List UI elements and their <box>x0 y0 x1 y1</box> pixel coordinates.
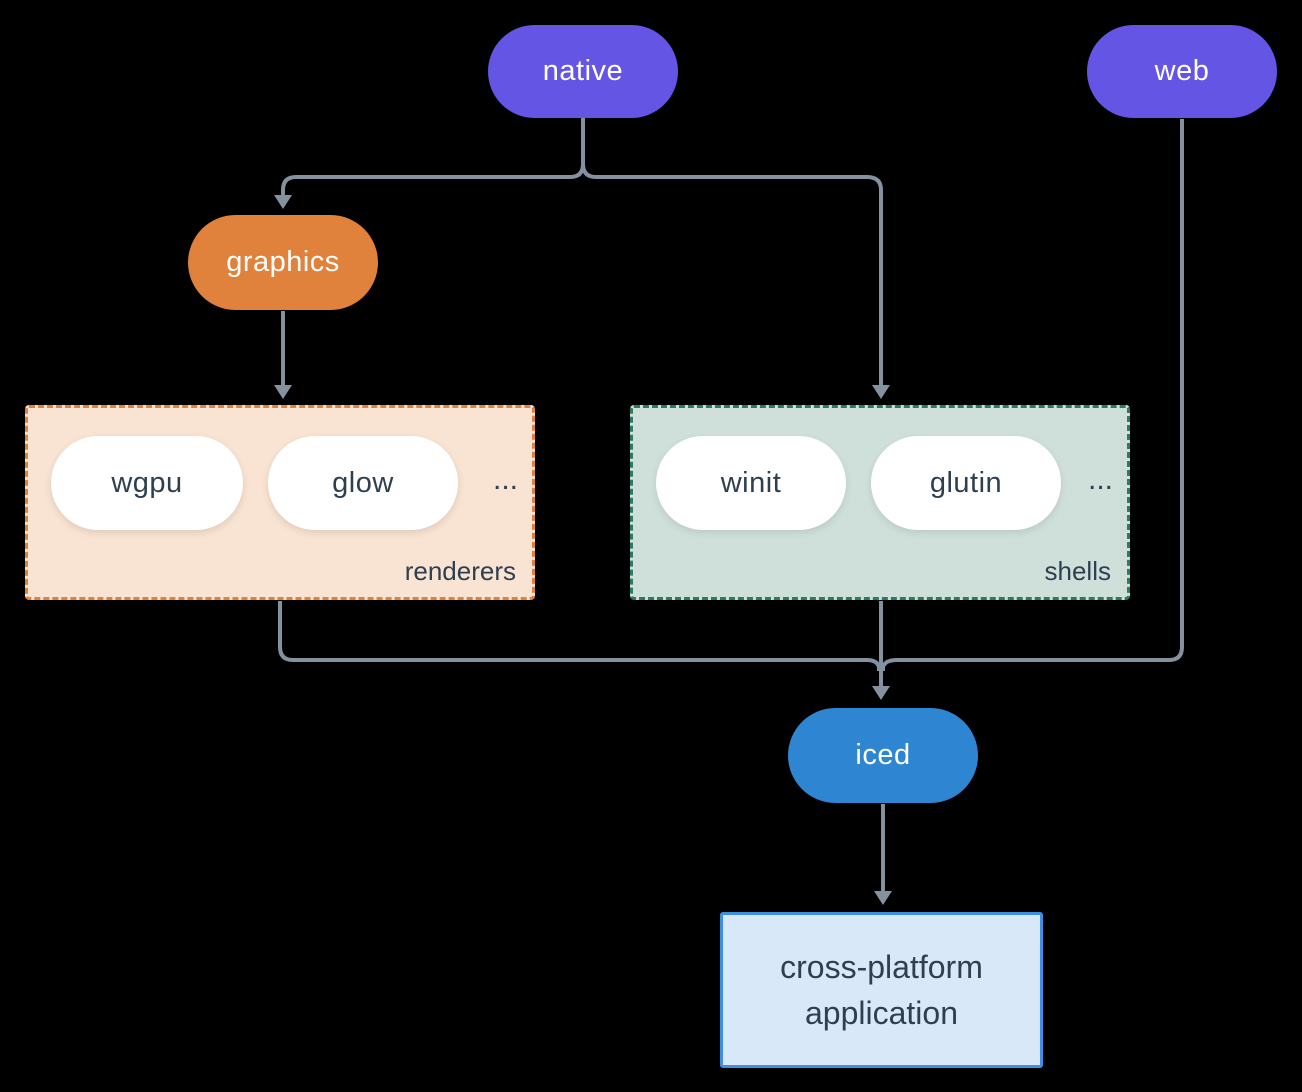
renderers-ellipsis: ... <box>492 463 518 496</box>
edge-native-to-graphics <box>281 118 585 197</box>
node-cross-platform-application: cross-platform application <box>720 912 1043 1068</box>
node-iced-label: iced <box>855 739 911 771</box>
group-shells: winit glutin ... shells <box>630 405 1130 600</box>
edge-web-to-iced <box>881 119 1184 671</box>
node-glutin-label: glutin <box>929 466 1003 499</box>
edge-renderers-to-iced <box>278 601 881 671</box>
node-web-label: web <box>1154 55 1210 87</box>
node-iced: iced <box>788 708 978 803</box>
node-winit-label: winit <box>720 466 782 499</box>
node-glutin: glutin <box>871 436 1061 530</box>
arrowhead-shells <box>872 385 890 399</box>
node-glow: glow <box>268 436 458 530</box>
application-label-line1: cross-platform <box>780 948 983 985</box>
edge-native-to-shells <box>581 118 883 387</box>
node-wgpu-label: wgpu <box>111 466 183 499</box>
arrowhead-application <box>874 891 892 905</box>
node-winit: winit <box>656 436 846 530</box>
node-graphics-label: graphics <box>226 246 340 278</box>
application-label-line2: application <box>805 995 958 1031</box>
group-renderers: wgpu glow ... renderers <box>25 405 535 600</box>
arrowhead-iced <box>872 686 890 700</box>
shells-ellipsis: ... <box>1087 463 1113 496</box>
node-native: native <box>488 25 678 118</box>
shells-group-label: shells <box>1044 556 1111 586</box>
node-glow-label: glow <box>332 466 394 499</box>
node-web: web <box>1087 25 1277 118</box>
arrowhead-renderers <box>274 385 292 399</box>
node-wgpu: wgpu <box>51 436 243 530</box>
arrowhead-graphics <box>274 195 292 209</box>
node-graphics: graphics <box>188 215 378 310</box>
renderers-group-label: renderers <box>404 556 516 586</box>
node-native-label: native <box>542 55 624 87</box>
